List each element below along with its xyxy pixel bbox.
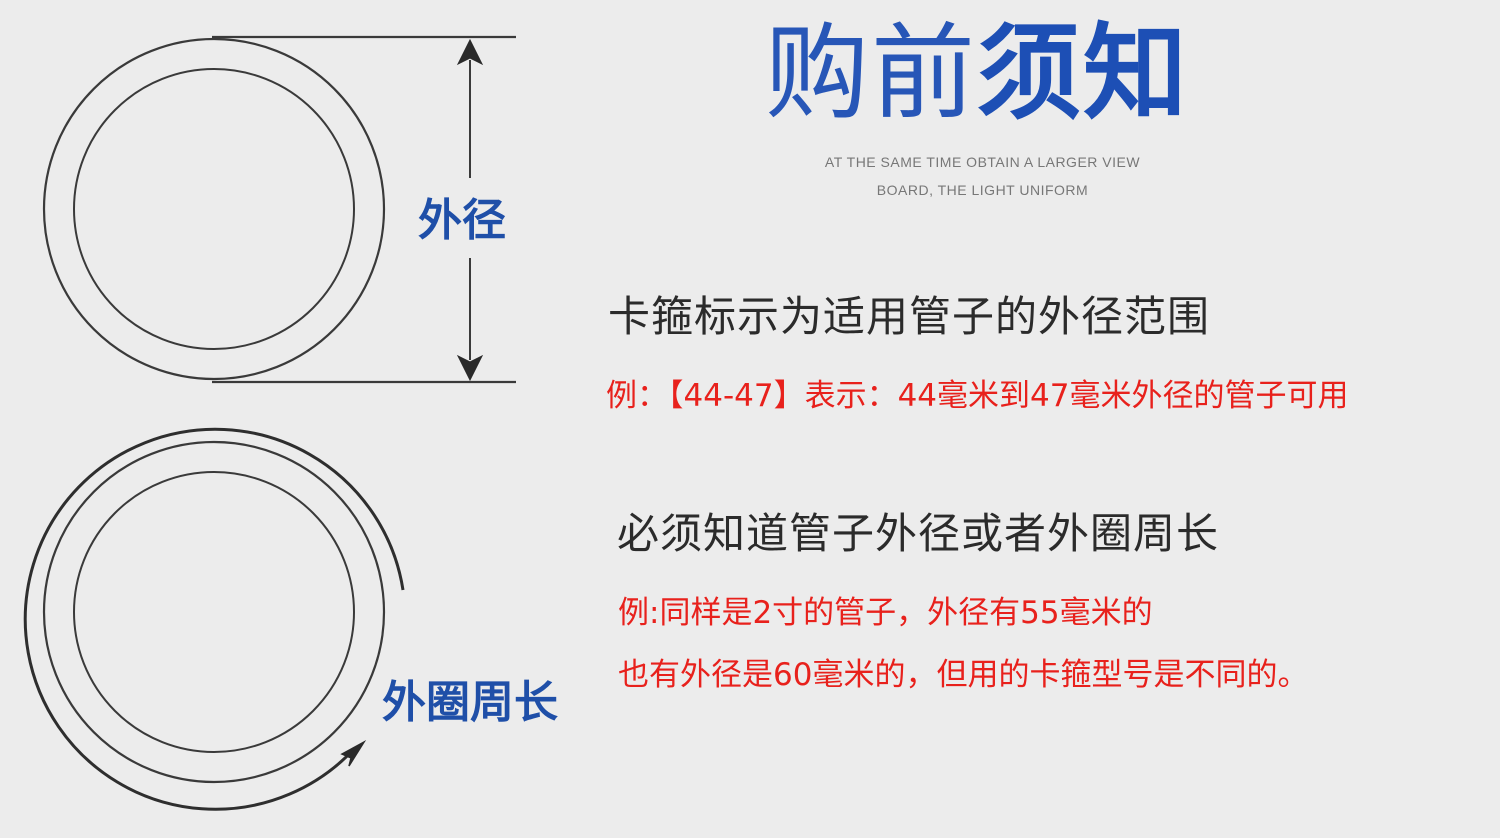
section2-heading: 必须知道管子外径或者外圈周长 [617, 509, 1220, 558]
pipe2-inner-circle [73, 471, 355, 753]
outer-diameter-label: 外径 [418, 195, 506, 246]
section2-example-line1: 例:同样是2寸的管子，外径有55毫米的 [618, 595, 1153, 631]
title-bold-part: 须知 [977, 12, 1190, 134]
circumference-arc [23, 427, 405, 811]
section1-example: 例：【44-47】表示：44毫米到47毫米外径的管子可用 [606, 378, 1349, 414]
circumference-label: 外圈周长 [382, 677, 558, 728]
subtitle-line-1: AT THE SAME TIME OBTAIN A LARGER VIEW [824, 154, 1141, 170]
section1-heading: 卡箍标示为适用管子的外径范围 [608, 292, 1211, 341]
subtitle-line-2: BOARD, THE LIGHT UNIFORM [876, 182, 1089, 198]
arrow-up-icon [456, 38, 484, 66]
outer-diameter-diagram [42, 35, 516, 384]
pipe-inner-circle [73, 68, 355, 350]
pipe2-outer-circle [42, 440, 386, 784]
circumference-diagram [23, 427, 405, 811]
arrow-down-icon [456, 354, 484, 382]
pipe-outer-circle [42, 37, 386, 381]
section2-example-line2: 也有外径是60毫米的，但用的卡箍型号是不同的。 [618, 657, 1309, 693]
title-light-part: 购前 [765, 12, 978, 134]
page-title: 购前须知 [765, 14, 1189, 132]
circumference-arrow-icon [340, 739, 367, 767]
